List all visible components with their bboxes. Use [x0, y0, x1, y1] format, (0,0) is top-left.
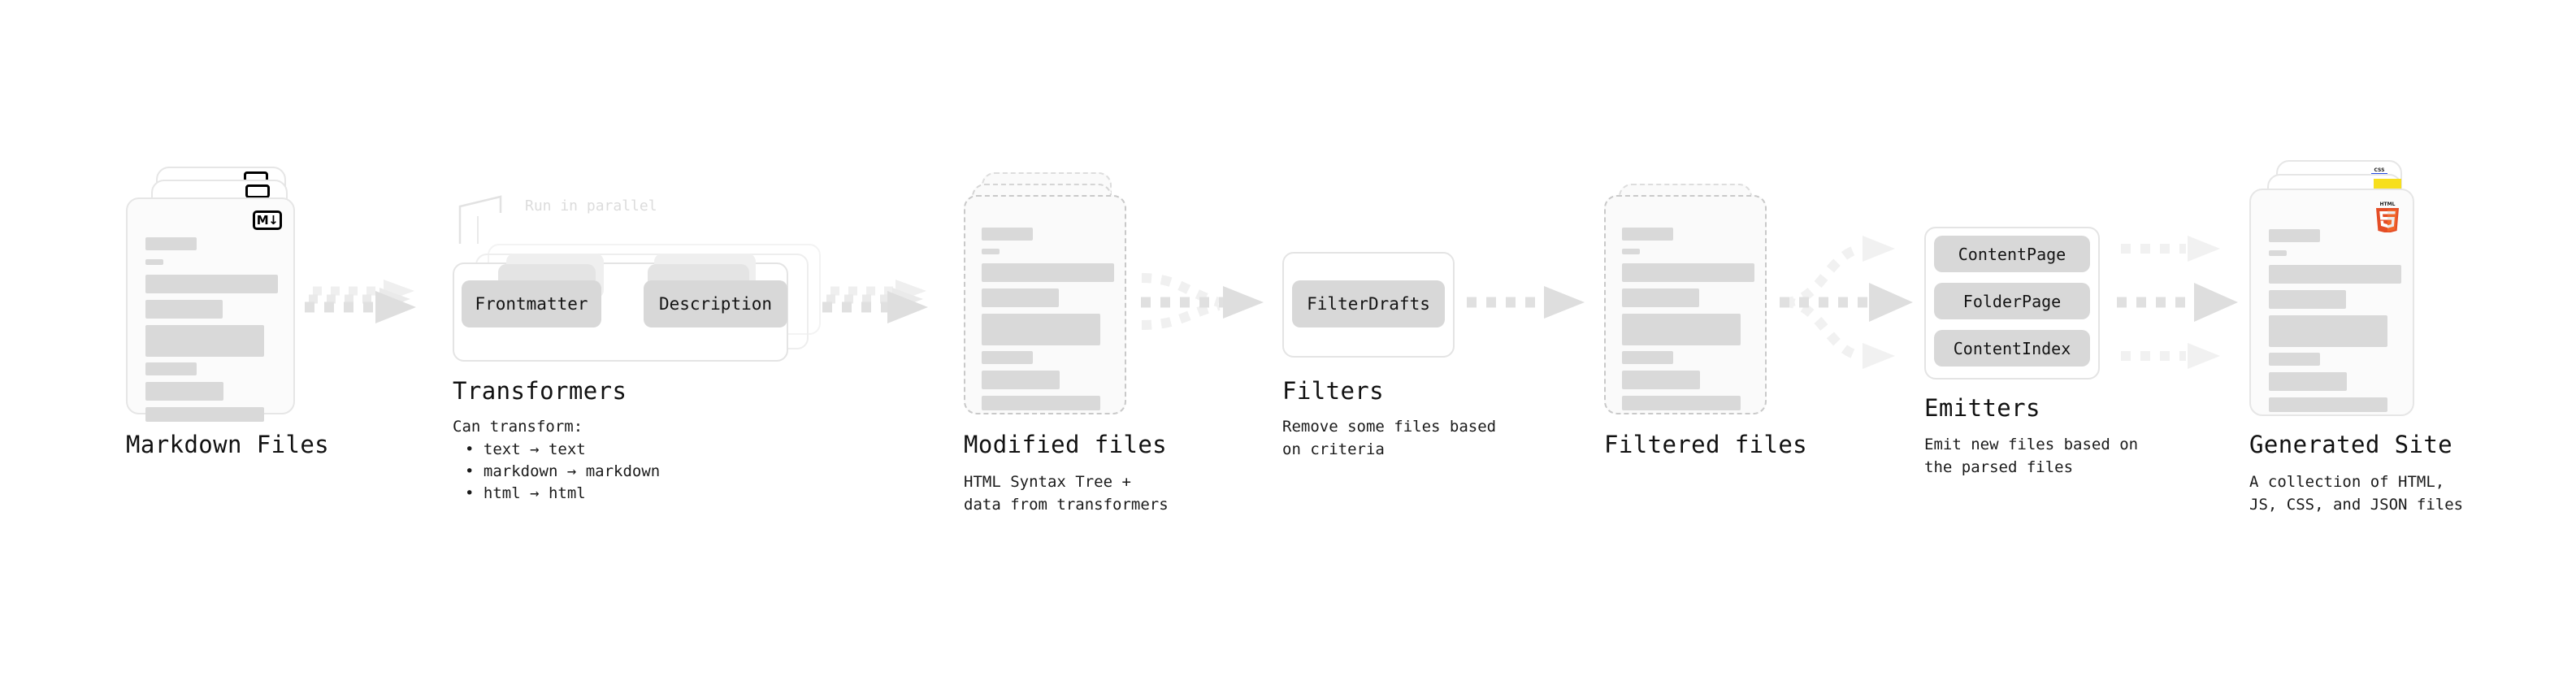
stage-desc-generated-site-2: JS, CSS, and JSON files: [2249, 496, 2464, 514]
run-in-parallel-label: Run in parallel: [525, 197, 657, 215]
skeleton-line: [982, 396, 1100, 410]
plugin-pill-contentpage[interactable]: ContentPage: [1934, 236, 2090, 272]
skeleton-line: [145, 237, 197, 250]
site-card-front[interactable]: HTML: [2249, 189, 2414, 416]
arrow-transformers-to-modified: [822, 280, 928, 323]
stage-title-modified-files: Modified files: [964, 431, 1168, 458]
stage-desc-transformers: Can transform:: [453, 418, 583, 436]
skeleton-line: [982, 288, 1059, 307]
bullet-text: markdown → markdown: [483, 462, 661, 480]
markdown-card-front[interactable]: M↓: [126, 197, 295, 422]
stage-desc-filters-1: Remove some files based: [1282, 418, 1497, 436]
skeleton-line: [145, 300, 223, 319]
skeleton-line: [1622, 263, 1754, 282]
html5-icon: HTML: [2374, 200, 2401, 233]
markdown-icon-back-1: [245, 184, 270, 198]
svg-text:CSS: CSS: [2374, 167, 2385, 173]
bullet-text: text → text: [483, 440, 586, 458]
skeleton-line: [982, 351, 1033, 364]
modified-card-front[interactable]: [964, 195, 1126, 414]
stage-desc-generated-site-1: A collection of HTML,: [2249, 473, 2445, 491]
skeleton-line: [145, 275, 278, 293]
skeleton-line: [145, 325, 264, 357]
skeleton-line: [982, 263, 1114, 282]
plugin-pill-contentindex[interactable]: ContentIndex: [1934, 330, 2090, 367]
plugin-pill-folderpage[interactable]: FolderPage: [1934, 283, 2090, 319]
arrow-filters-to-filtered: [1467, 286, 1585, 319]
skeleton-line: [1622, 249, 1640, 254]
stage-title-filtered-files: Filtered files: [1604, 431, 1808, 458]
arrow-modified-to-filters: [1141, 273, 1264, 330]
markdown-icon: M↓: [253, 210, 282, 230]
skeleton-line: [2269, 265, 2401, 284]
plugin-pill-filterdrafts[interactable]: FilterDrafts: [1292, 280, 1445, 327]
bullet-text: html → html: [483, 484, 586, 502]
transformers-bullet-2: • markdown → markdown: [465, 462, 661, 480]
arrow-markdown-to-transformers: [305, 280, 416, 323]
skeleton-line: [2269, 353, 2320, 366]
transformers-bullet-1: • text → text: [465, 440, 586, 458]
skeleton-line: [982, 249, 1000, 254]
skeleton-line: [145, 407, 264, 422]
plugin-pill-description[interactable]: Description: [644, 280, 787, 327]
skeleton-line: [2269, 229, 2320, 242]
arrow-filtered-to-emitters: [1780, 236, 1913, 369]
stage-desc-filters-2: on criteria: [1282, 440, 1385, 458]
skeleton-line: [1622, 396, 1741, 410]
skeleton-line: [2269, 397, 2387, 412]
plugin-pill-frontmatter[interactable]: Frontmatter: [462, 280, 601, 327]
filtered-card-front[interactable]: [1604, 195, 1767, 414]
skeleton-line: [145, 259, 163, 265]
skeleton-line: [2269, 315, 2387, 347]
skeleton-line: [1622, 351, 1673, 364]
skeleton-line: [2269, 372, 2347, 391]
skeleton-line: [2269, 250, 2287, 256]
stage-title-emitters: Emitters: [1924, 394, 2040, 422]
skeleton-line: [982, 228, 1033, 241]
stage-desc-modified-files-1: HTML Syntax Tree +: [964, 473, 1131, 491]
skeleton-line: [1622, 288, 1699, 307]
skeleton-line: [2269, 290, 2346, 309]
skeleton-line: [982, 371, 1060, 389]
skeleton-line: [145, 382, 223, 401]
stage-title-markdown-files: Markdown Files: [126, 431, 330, 458]
skeleton-line: [1622, 371, 1700, 389]
svg-text:HTML: HTML: [2380, 202, 2396, 207]
skeleton-line: [1622, 314, 1741, 345]
stage-desc-emitters-1: Emit new files based on: [1924, 436, 2139, 453]
stage-desc-emitters-2: the parsed files: [1924, 458, 2074, 476]
stage-title-transformers: Transformers: [453, 377, 627, 405]
stage-title-generated-site: Generated Site: [2249, 431, 2453, 458]
skeleton-line: [145, 362, 197, 375]
stage-desc-modified-files-2: data from transformers: [964, 496, 1169, 514]
skeleton-line: [1622, 228, 1673, 241]
transformers-bullet-3: • html → html: [465, 484, 586, 502]
skeleton-line: [982, 314, 1100, 345]
html5-icon-svg: HTML: [2376, 202, 2399, 233]
parallel-bracket: [458, 195, 502, 244]
stage-title-filters: Filters: [1282, 377, 1385, 405]
arrow-emitters-to-site: [2117, 236, 2238, 369]
